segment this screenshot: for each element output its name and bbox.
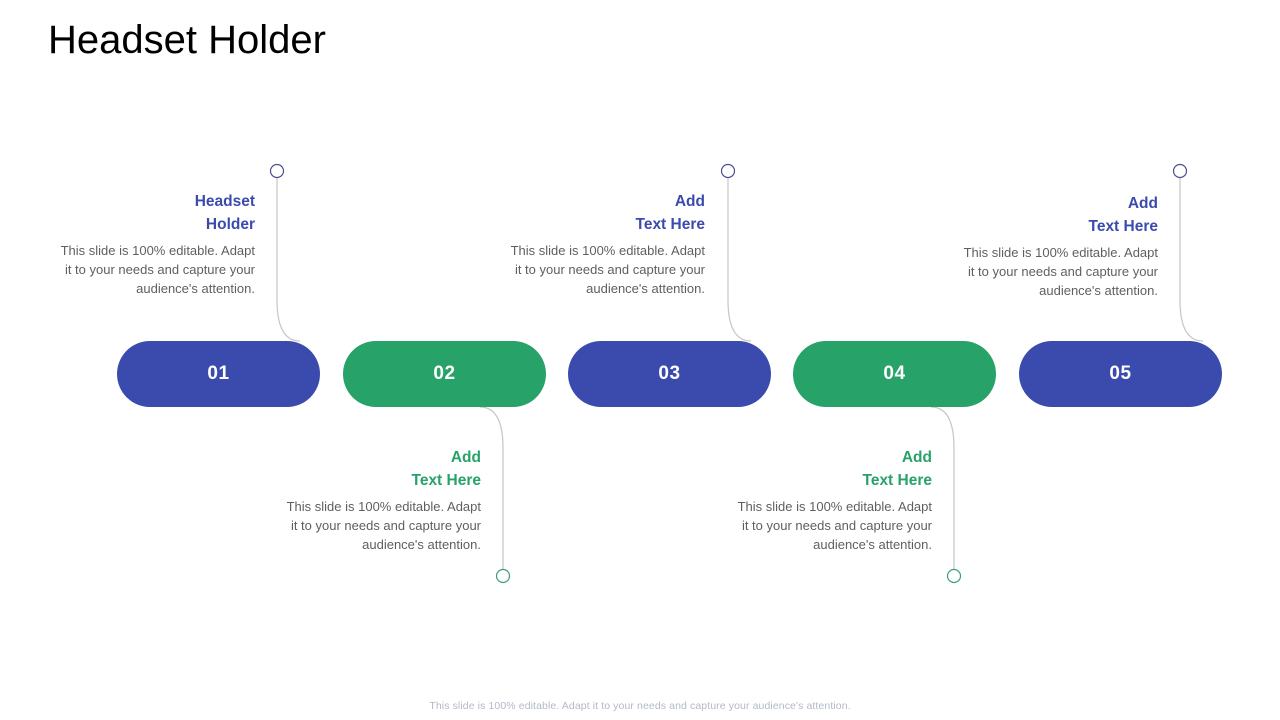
step-heading-05: Add Text Here bbox=[1088, 195, 1159, 235]
step-text-block-03: Add Text Here This slide is 100% editabl… bbox=[505, 190, 705, 298]
step-text-block-05: Add Text Here This slide is 100% editabl… bbox=[958, 192, 1158, 300]
step-pill-04[interactable]: 04 bbox=[793, 341, 996, 407]
page-title: Headset Holder bbox=[48, 18, 326, 62]
step-heading-04: Add Text Here bbox=[862, 449, 933, 489]
step-body-01: This slide is 100% editable. Adapt it to… bbox=[60, 243, 255, 296]
step-pill-03[interactable]: 03 bbox=[568, 341, 771, 407]
step-body-05: This slide is 100% editable. Adapt it to… bbox=[963, 245, 1158, 298]
connector-endpoint-04 bbox=[946, 568, 962, 584]
step-heading-03: Add Text Here bbox=[635, 193, 706, 233]
connector-endpoint-05 bbox=[1172, 163, 1188, 179]
step-body-04: This slide is 100% editable. Adapt it to… bbox=[737, 499, 932, 552]
step-heading-02: Add Text Here bbox=[411, 449, 482, 489]
step-text-block-01: Headset Holder This slide is 100% editab… bbox=[55, 190, 255, 298]
step-number-05: 05 bbox=[1109, 363, 1132, 384]
step-text-block-02: Add Text Here This slide is 100% editabl… bbox=[281, 446, 481, 554]
footer-note: This slide is 100% editable. Adapt it to… bbox=[429, 700, 851, 712]
step-number-04: 04 bbox=[883, 363, 906, 384]
connector-line-05 bbox=[1179, 178, 1204, 342]
step-number-01: 01 bbox=[207, 363, 230, 384]
step-body-02: This slide is 100% editable. Adapt it to… bbox=[286, 499, 481, 552]
connector-line-03 bbox=[727, 178, 752, 342]
step-pill-01[interactable]: 01 bbox=[117, 341, 320, 407]
step-pill-02[interactable]: 02 bbox=[343, 341, 546, 407]
connector-line-04 bbox=[930, 406, 955, 569]
connector-endpoint-02 bbox=[495, 568, 511, 584]
step-heading-01: Headset Holder bbox=[194, 193, 255, 233]
step-number-02: 02 bbox=[433, 363, 456, 384]
step-text-block-04: Add Text Here This slide is 100% editabl… bbox=[732, 446, 932, 554]
connector-endpoint-01 bbox=[269, 163, 285, 179]
step-pill-05[interactable]: 05 bbox=[1019, 341, 1222, 407]
connector-endpoint-03 bbox=[720, 163, 736, 179]
step-body-03: This slide is 100% editable. Adapt it to… bbox=[510, 243, 705, 296]
connector-line-02 bbox=[479, 406, 504, 569]
connector-line-01 bbox=[276, 178, 301, 342]
step-number-03: 03 bbox=[658, 363, 681, 384]
